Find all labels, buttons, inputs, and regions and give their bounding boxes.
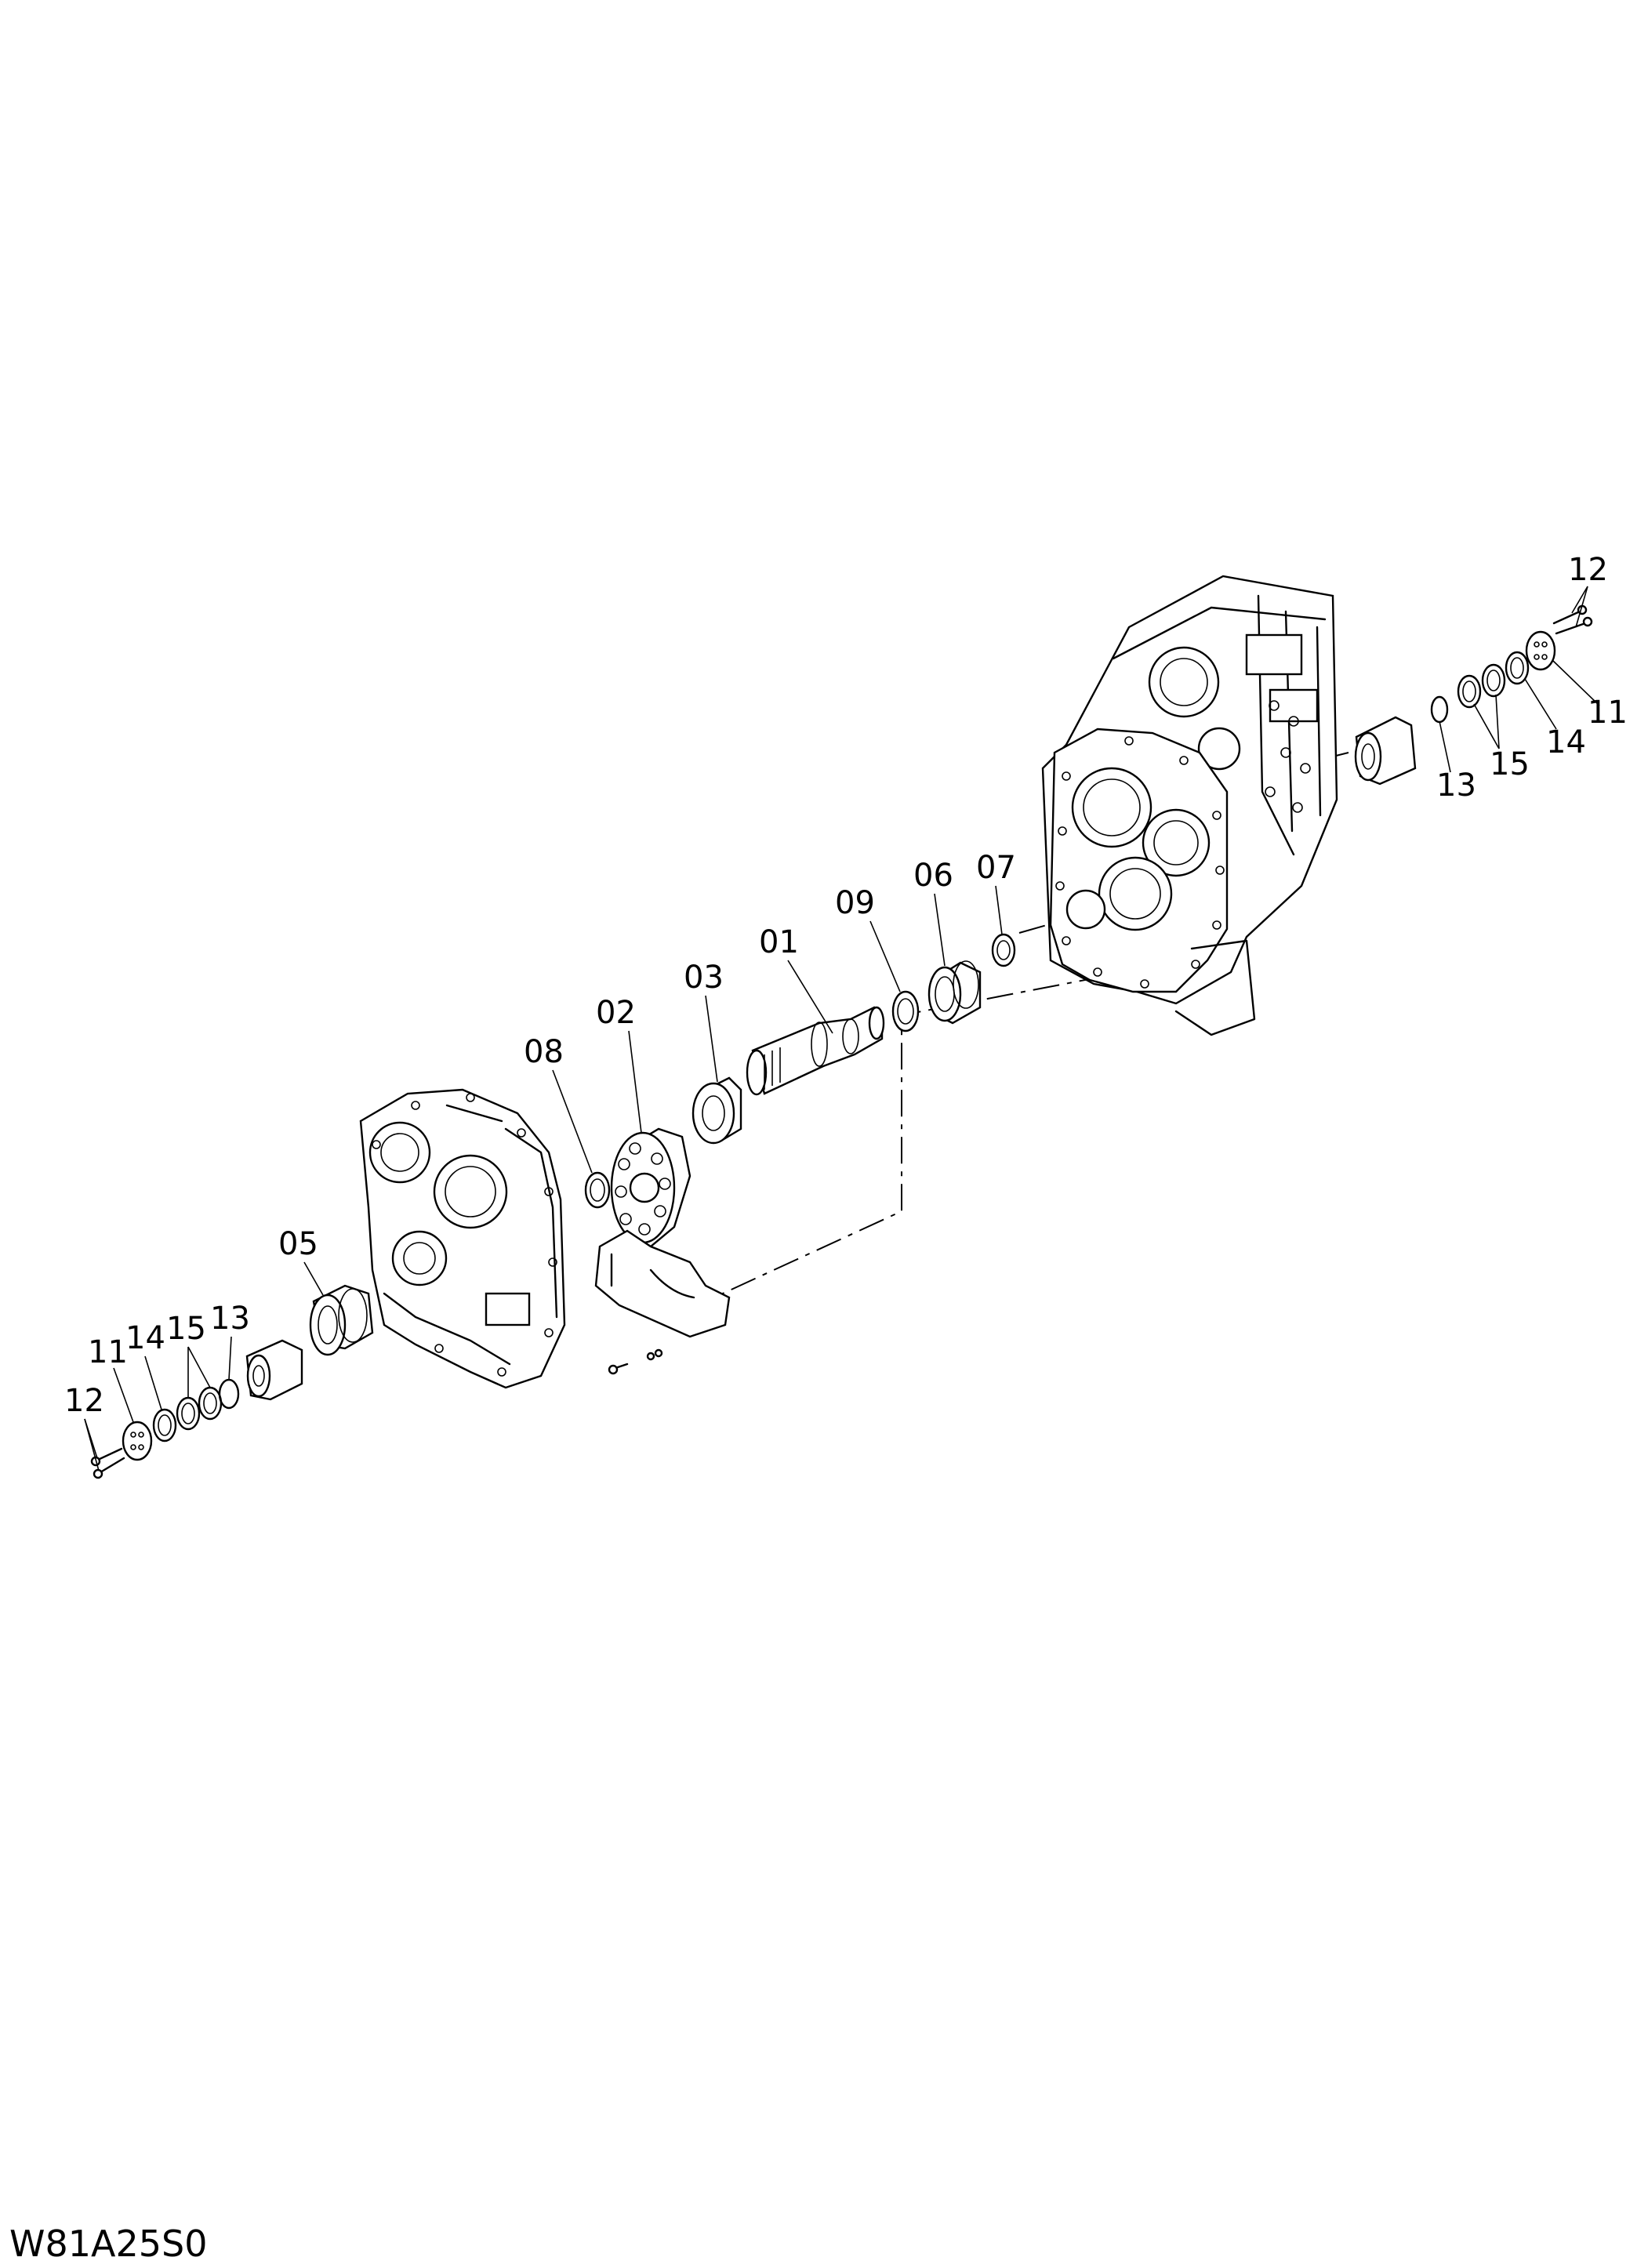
right-bolts-12: [1552, 604, 1593, 635]
callout-06: 06: [913, 858, 953, 894]
shaft-01: [746, 1006, 885, 1096]
gear-02: [610, 1127, 692, 1248]
seal-07: [991, 933, 1016, 967]
left-washer-14: [152, 1408, 177, 1442]
bearing-05: [309, 1284, 374, 1356]
callout-11-right: 11: [1588, 695, 1628, 731]
callout-14-right: 14: [1546, 724, 1586, 760]
callout-12-right: 12: [1568, 552, 1608, 588]
callout-13-left: 13: [210, 1301, 250, 1337]
seal-08: [584, 1171, 611, 1209]
callout-05: 05: [278, 1226, 318, 1262]
leader-lines: [84, 586, 1600, 1471]
right-washer-14: [1505, 651, 1530, 685]
callout-labels: 12 11 14 15 13 07 06 09 01 03 02 08 05 1…: [64, 552, 1628, 1419]
callout-03: 03: [684, 960, 724, 996]
left-o-ring-13: [218, 1378, 240, 1410]
callout-09: 09: [835, 885, 875, 921]
left-transmission-housing: [359, 1088, 566, 1389]
left-plate-11: [122, 1421, 153, 1461]
right-flange-yoke: [1354, 716, 1417, 786]
callout-08: 08: [524, 1034, 564, 1070]
right-transmission-housing: [1041, 575, 1338, 1036]
callout-02: 02: [596, 995, 636, 1031]
drawing-code: W81A25S0: [9, 2223, 207, 2265]
callout-11-left: 11: [88, 1334, 128, 1370]
callout-13-right: 13: [1436, 767, 1476, 804]
right-o-ring-13: [1430, 695, 1449, 724]
callout-14-left: 14: [125, 1320, 165, 1356]
callout-15-right: 15: [1490, 746, 1530, 782]
callout-12-left: 12: [64, 1383, 104, 1419]
left-bolts-12: [90, 1447, 125, 1479]
callout-07: 07: [976, 850, 1016, 886]
left-flange-yoke: [245, 1339, 303, 1401]
callout-15-left: 15: [166, 1311, 206, 1347]
right-plate-11: [1525, 630, 1556, 671]
small-bolt: [608, 1348, 663, 1375]
left-shims-15: [176, 1386, 223, 1431]
bearing-06: [927, 960, 982, 1025]
bearing-03: [692, 1076, 742, 1145]
callout-01: 01: [759, 924, 799, 960]
spacer-09: [891, 990, 920, 1032]
right-shims-15: [1457, 663, 1506, 709]
support-bracket: [594, 1229, 731, 1338]
